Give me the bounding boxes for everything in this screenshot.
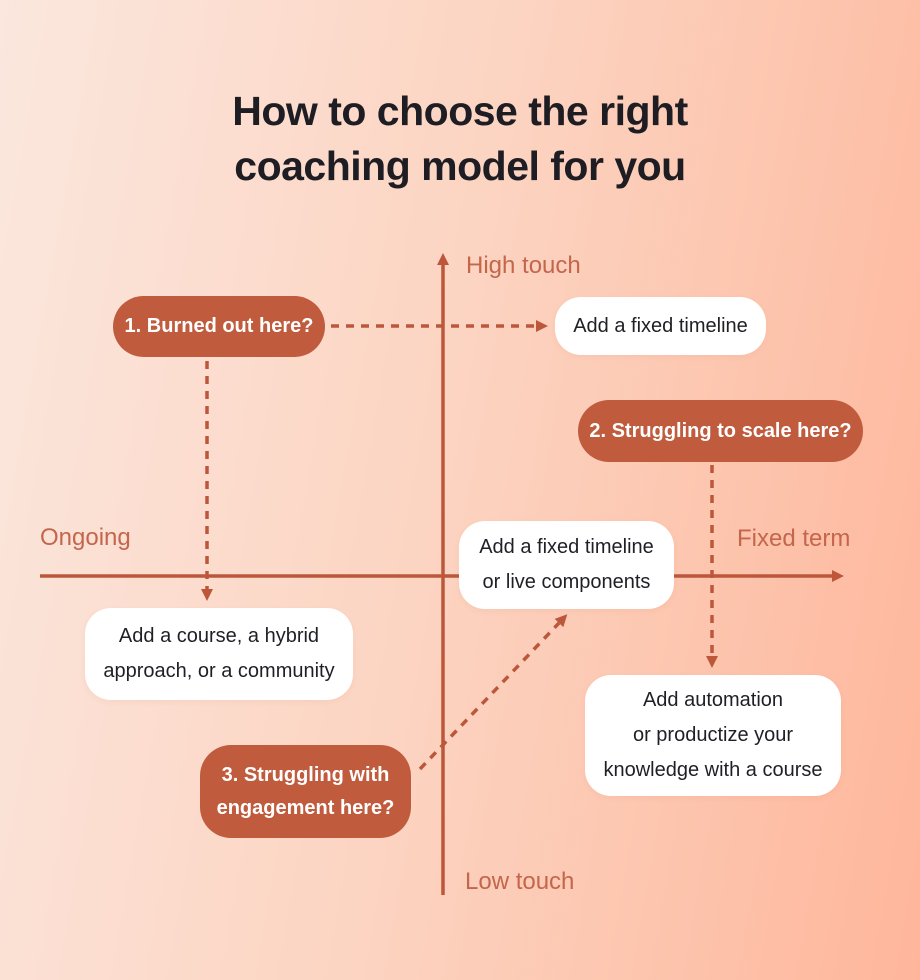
page-title-line-2: coaching model for you — [234, 143, 686, 189]
answer-timeline-or-live: Add a fixed timeline or live components — [459, 521, 674, 609]
axis-label-fixed-term: Fixed term — [737, 525, 851, 552]
answer-course-hybrid-community: Add a course, a hybrid approach, or a co… — [85, 608, 353, 700]
question-1-burned-out: 1. Burned out here? — [113, 296, 325, 357]
axis-label-high-touch: High touch — [466, 252, 581, 279]
page-title: How to choose the right coaching model f… — [0, 84, 920, 194]
axis-label-low-touch: Low touch — [465, 868, 575, 895]
axis-label-ongoing: Ongoing — [40, 524, 131, 551]
answer-automation-productize: Add automation or productize your knowle… — [585, 675, 841, 796]
question-3-struggling-engagement: 3. Struggling with engagement here? — [200, 745, 411, 838]
question-2-struggling-to-scale: 2. Struggling to scale here? — [578, 400, 863, 462]
page-title-line-1: How to choose the right — [232, 88, 688, 134]
arrow-question3-to-timeline-or-live — [418, 614, 568, 771]
answer-fixed-timeline: Add a fixed timeline — [555, 297, 766, 355]
